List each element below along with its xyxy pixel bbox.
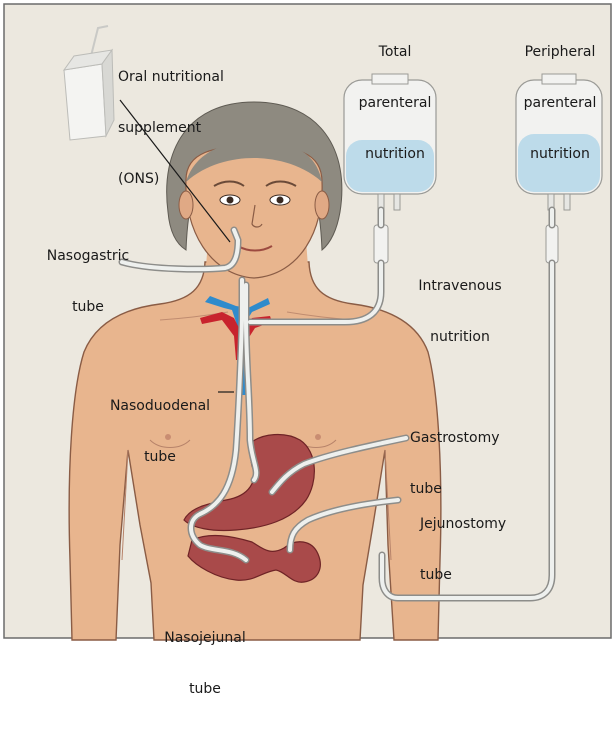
nasojejunal-label: Nasojejunal tube xyxy=(150,596,260,732)
ppn-label: Peripheral parenteral nutrition xyxy=(508,10,612,197)
nasogastric-label-line: tube xyxy=(36,299,140,316)
gastrostomy-label-line: Gastrostomy xyxy=(410,430,500,447)
right-pupil xyxy=(277,197,284,204)
right-nipple xyxy=(315,434,321,440)
nasogastric-label-line: Nasogastric xyxy=(36,248,140,265)
nasojejunal-label-line: tube xyxy=(150,681,260,698)
left-pupil xyxy=(227,197,234,204)
ons-label-line: (ONS) xyxy=(118,171,224,188)
tpn-label-line: parenteral xyxy=(345,95,445,112)
enteral-parenteral-nutrition-diagram: Oral nutritional supplement (ONS) Total … xyxy=(0,0,615,642)
ppn-label-line: parenteral xyxy=(508,95,612,112)
ppn-label-line: nutrition xyxy=(508,146,612,163)
tpn-label: Total parenteral nutrition xyxy=(345,10,445,197)
nasojejunal-label-line: Nasojejunal xyxy=(150,630,260,647)
nasoduodenal-label-line: tube xyxy=(98,449,222,466)
nasoduodenal-label-line: Nasoduodenal xyxy=(98,398,222,415)
right-ear xyxy=(315,191,329,219)
ppn-label-line: Peripheral xyxy=(508,44,612,61)
tpn-drip-chamber xyxy=(374,225,388,263)
jejunostomy-label-line: tube xyxy=(420,567,506,584)
intravenous-label-line: nutrition xyxy=(408,329,512,346)
carton-front xyxy=(64,64,106,140)
ons-label-line: Oral nutritional xyxy=(118,69,224,86)
intravenous-label: Intravenous nutrition xyxy=(408,244,512,380)
tpn-label-line: Total xyxy=(345,44,445,61)
nasoduodenal-label: Nasoduodenal tube xyxy=(98,364,222,500)
nasogastric-label: Nasogastric tube xyxy=(36,214,140,350)
ppn-drip-chamber xyxy=(546,225,558,263)
ons-label: Oral nutritional supplement (ONS) xyxy=(118,35,224,222)
jejunostomy-label: Jejunostomy tube xyxy=(420,482,506,618)
jejunostomy-label-line: Jejunostomy xyxy=(420,516,506,533)
tpn-label-line: nutrition xyxy=(345,146,445,163)
ons-label-line: supplement xyxy=(118,120,224,137)
intravenous-label-line: Intravenous xyxy=(408,278,512,295)
